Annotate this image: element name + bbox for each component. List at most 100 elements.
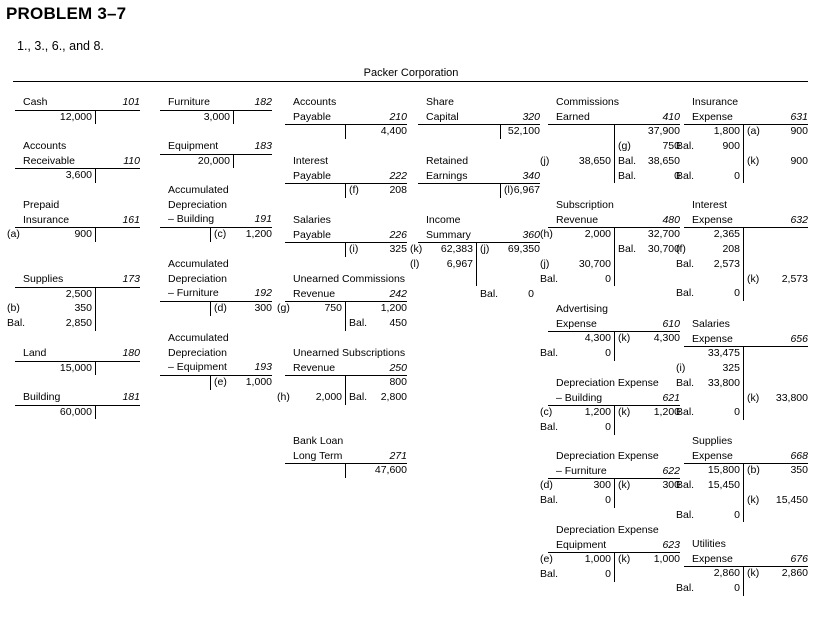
account-name-line: Accounts: [23, 140, 67, 152]
account-name-line: Depreciation: [168, 198, 227, 211]
account-rule: [15, 168, 140, 170]
account-name-line: Supplies: [23, 273, 64, 285]
credit-amount: 900: [790, 154, 808, 167]
debit-amount: 62,383: [440, 243, 473, 256]
account-name-line: Expense: [692, 449, 733, 462]
debit-ref: Bal.: [540, 272, 559, 285]
debit-amount: 33,475: [707, 347, 740, 360]
debit-ref: Bal.: [676, 479, 695, 492]
credit-amount: 4,400: [380, 125, 407, 138]
account-rule: [285, 463, 407, 465]
debit-amount: 6,967: [446, 258, 473, 271]
debit-amount: 38,650: [578, 154, 611, 167]
account-name-line: Earned: [556, 110, 590, 123]
account-number: 222: [389, 169, 407, 182]
account-number: 480: [662, 213, 680, 226]
account-rule: [684, 346, 808, 348]
account-name-line: Accumulated: [168, 184, 229, 196]
account-rule: [285, 301, 407, 303]
credit-amount: 6,967: [513, 184, 540, 197]
credit-amount: 1,200: [245, 228, 272, 241]
credit-amount: 2,573: [781, 272, 808, 285]
account-number: 173: [122, 273, 140, 285]
account-number: 410: [662, 110, 680, 123]
account-name-line: Capital: [426, 110, 459, 123]
account-divider: [614, 552, 615, 582]
credit-ref: (g): [618, 140, 631, 153]
account-name-line: Interest: [293, 155, 329, 167]
debit-ref: (i): [676, 362, 686, 375]
account-name-line: Commissions: [556, 96, 620, 108]
debit-amount: 15,000: [59, 361, 92, 374]
account-rule: [285, 242, 407, 244]
account-divider: [210, 375, 211, 390]
debit-ref: (g): [277, 302, 290, 315]
debit-amount: 2,860: [713, 567, 740, 580]
header-rule: [13, 81, 808, 82]
account-divider: [95, 109, 96, 125]
account-rule: [684, 463, 808, 465]
account-divider: [233, 153, 234, 169]
debit-amount: 900: [74, 228, 92, 241]
account-number: 180: [122, 347, 140, 359]
debit-ref: Bal.: [676, 169, 695, 182]
debit-ref: Bal.: [540, 421, 559, 434]
account-divider: [743, 346, 744, 420]
account-name-line: Depreciation: [168, 346, 227, 359]
account-name-line: Land: [23, 347, 47, 359]
account-number: 656: [790, 332, 808, 345]
credit-ref: (i): [349, 243, 359, 256]
account-divider: [95, 227, 96, 243]
account-divider: [614, 478, 615, 508]
credit-amount: 900: [790, 125, 808, 138]
account-name-line: Expense: [692, 552, 733, 565]
account-name-line: – Furniture: [556, 464, 607, 477]
account-name-line: Revenue: [293, 287, 336, 300]
debit-amount: 30,700: [578, 257, 611, 270]
debit-amount: 0: [734, 169, 740, 182]
account-number: 631: [790, 110, 808, 123]
credit-amount: 38,650: [647, 154, 680, 167]
debit-ref: (c): [540, 406, 553, 419]
account-name-line: Earnings: [426, 169, 468, 182]
account-name-line: – Equipment: [168, 361, 227, 374]
account-number: 610: [662, 317, 680, 330]
credit-ref: (j): [480, 243, 490, 256]
debit-ref: Bal.: [676, 406, 695, 419]
debit-ref: (a): [7, 228, 20, 241]
debit-amount: 2,500: [65, 287, 92, 300]
account-divider: [95, 286, 96, 331]
debit-amount: 750: [324, 302, 342, 315]
credit-ref: (k): [618, 332, 631, 345]
account-name-line: Prepaid: [23, 199, 60, 211]
debit-amount: 208: [722, 243, 740, 256]
debit-amount: 0: [605, 272, 611, 285]
account-divider: [210, 227, 211, 242]
account-name-line: Accounts: [293, 96, 337, 108]
account-rule: [15, 109, 140, 111]
debit-ref: Bal.: [676, 508, 695, 521]
account-number: 623: [662, 538, 680, 551]
account-rule: [684, 124, 808, 126]
account-name-line: Depreciation: [168, 272, 227, 285]
debit-ref: (f): [676, 243, 686, 256]
account-name-line: Salaries: [692, 318, 730, 330]
debit-ref: Bal.: [540, 347, 559, 360]
account-divider: [95, 168, 96, 184]
credit-amount: 32,700: [647, 228, 680, 241]
account-number: 622: [662, 464, 680, 477]
account-divider: [345, 463, 346, 479]
debit-amount: 0: [734, 406, 740, 419]
debit-amount: 0: [605, 568, 611, 581]
account-rule: [160, 227, 272, 229]
credit-amount: 69,350: [507, 243, 540, 256]
account-divider: [345, 242, 346, 258]
account-name-line: Depreciation Expense: [556, 450, 659, 462]
account-rule: [15, 404, 140, 406]
problem-title: PROBLEM 3–7: [6, 4, 127, 23]
account-number: 226: [389, 228, 407, 241]
credit-ref: (b): [747, 464, 760, 477]
account-number: 250: [389, 361, 407, 374]
debit-ref: (d): [540, 479, 553, 492]
debit-ref: Bal.: [676, 287, 695, 300]
